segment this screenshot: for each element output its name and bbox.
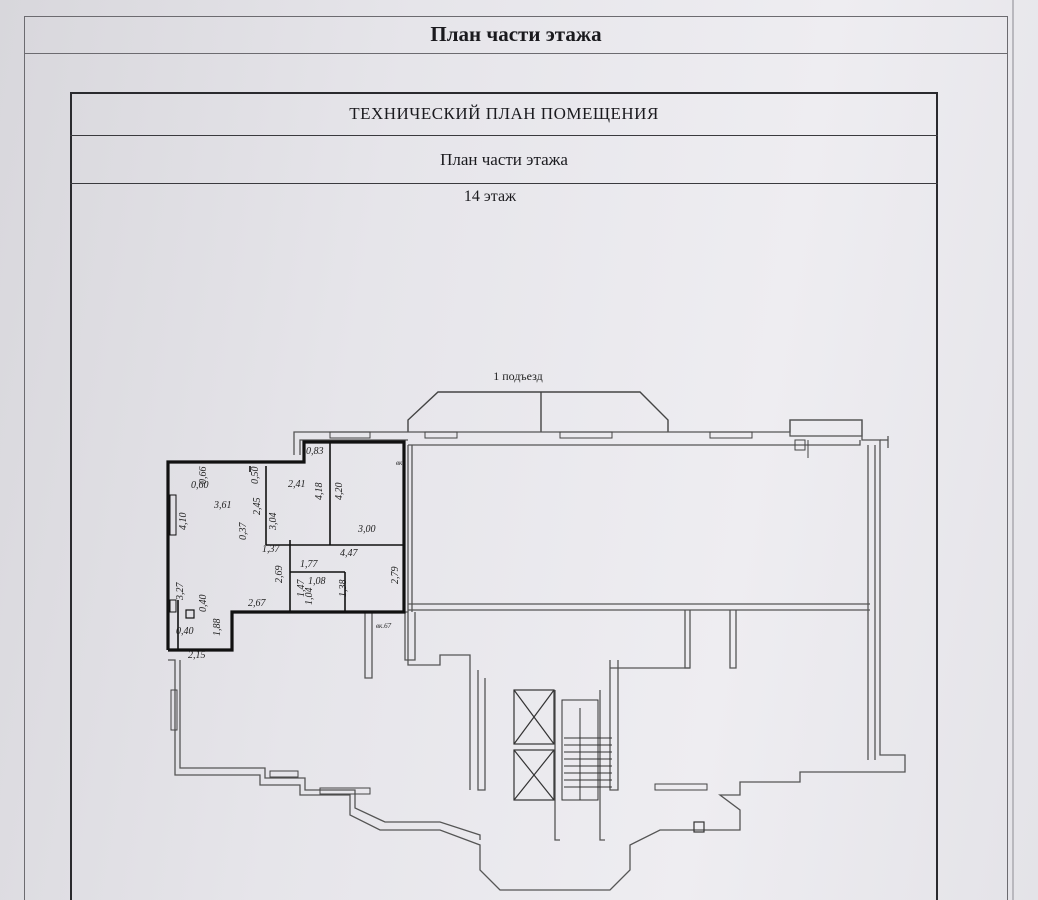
svg-text:1,88: 1,88: [212, 619, 223, 637]
apartment-partitions: [177, 442, 404, 650]
svg-text:1,08: 1,08: [308, 576, 326, 587]
svg-text:вк: вк: [396, 459, 403, 467]
elevator-shafts: [513, 689, 555, 801]
svg-text:1,37: 1,37: [262, 544, 281, 555]
svg-text:1,47: 1,47: [296, 579, 307, 598]
sheet-edge: [1012, 0, 1014, 900]
svg-text:0,40: 0,40: [198, 595, 209, 613]
svg-text:0,66: 0,66: [198, 467, 209, 485]
svg-text:0,50: 0,50: [250, 467, 261, 485]
svg-text:1,04: 1,04: [304, 588, 315, 606]
svg-text:2,15: 2,15: [188, 650, 206, 661]
svg-text:1,77: 1,77: [300, 559, 319, 570]
building-outline: [168, 419, 906, 891]
svg-text:4,20: 4,20: [334, 483, 345, 501]
svg-text:4,18: 4,18: [314, 483, 325, 501]
svg-text:2,69: 2,69: [274, 566, 285, 584]
marker-square: [693, 821, 705, 833]
floor-label: 14 этаж: [463, 188, 517, 205]
svg-text:2,45: 2,45: [252, 498, 263, 516]
svg-text:2,67: 2,67: [248, 598, 267, 609]
outer-frame: [24, 16, 1008, 900]
interior-walls: [232, 445, 870, 841]
svg-text:0,40: 0,40: [176, 626, 194, 637]
svg-text:1,38: 1,38: [338, 580, 349, 598]
sheet-title: План части этажа: [24, 16, 1008, 54]
plan-subheader: План части этажа: [70, 136, 938, 184]
svg-text:4,10: 4,10: [178, 513, 189, 531]
svg-text:2,41: 2,41: [288, 479, 306, 490]
plan-header: ТЕХНИЧЕСКИЙ ПЛАН ПОМЕЩЕНИЯ: [70, 92, 938, 136]
svg-text:3,04: 3,04: [268, 513, 279, 532]
entrance-label: 1 подъезд: [493, 369, 543, 383]
svg-text:3,27: 3,27: [175, 582, 186, 602]
apartment-walls: [166, 440, 406, 652]
svg-text:вк.67: вк.67: [376, 622, 392, 630]
svg-text:0,37: 0,37: [238, 522, 249, 541]
staircase: [561, 699, 612, 801]
svg-text:2,79: 2,79: [390, 567, 401, 585]
svg-text:0,60: 0,60: [191, 480, 209, 491]
svg-text:4,47: 4,47: [340, 548, 359, 559]
svg-text:3,61: 3,61: [213, 500, 232, 511]
window-marks: [170, 431, 809, 795]
svg-text:3,00: 3,00: [357, 524, 376, 535]
top-bay: [407, 391, 669, 432]
dimension-labels: 0,60 0,66 4,10 3,61 0,50 2,45 2,41 3,04 …: [175, 446, 403, 661]
svg-text:0,83: 0,83: [306, 446, 324, 457]
apartment-windows: [169, 494, 177, 613]
plan-frame: [70, 92, 938, 900]
